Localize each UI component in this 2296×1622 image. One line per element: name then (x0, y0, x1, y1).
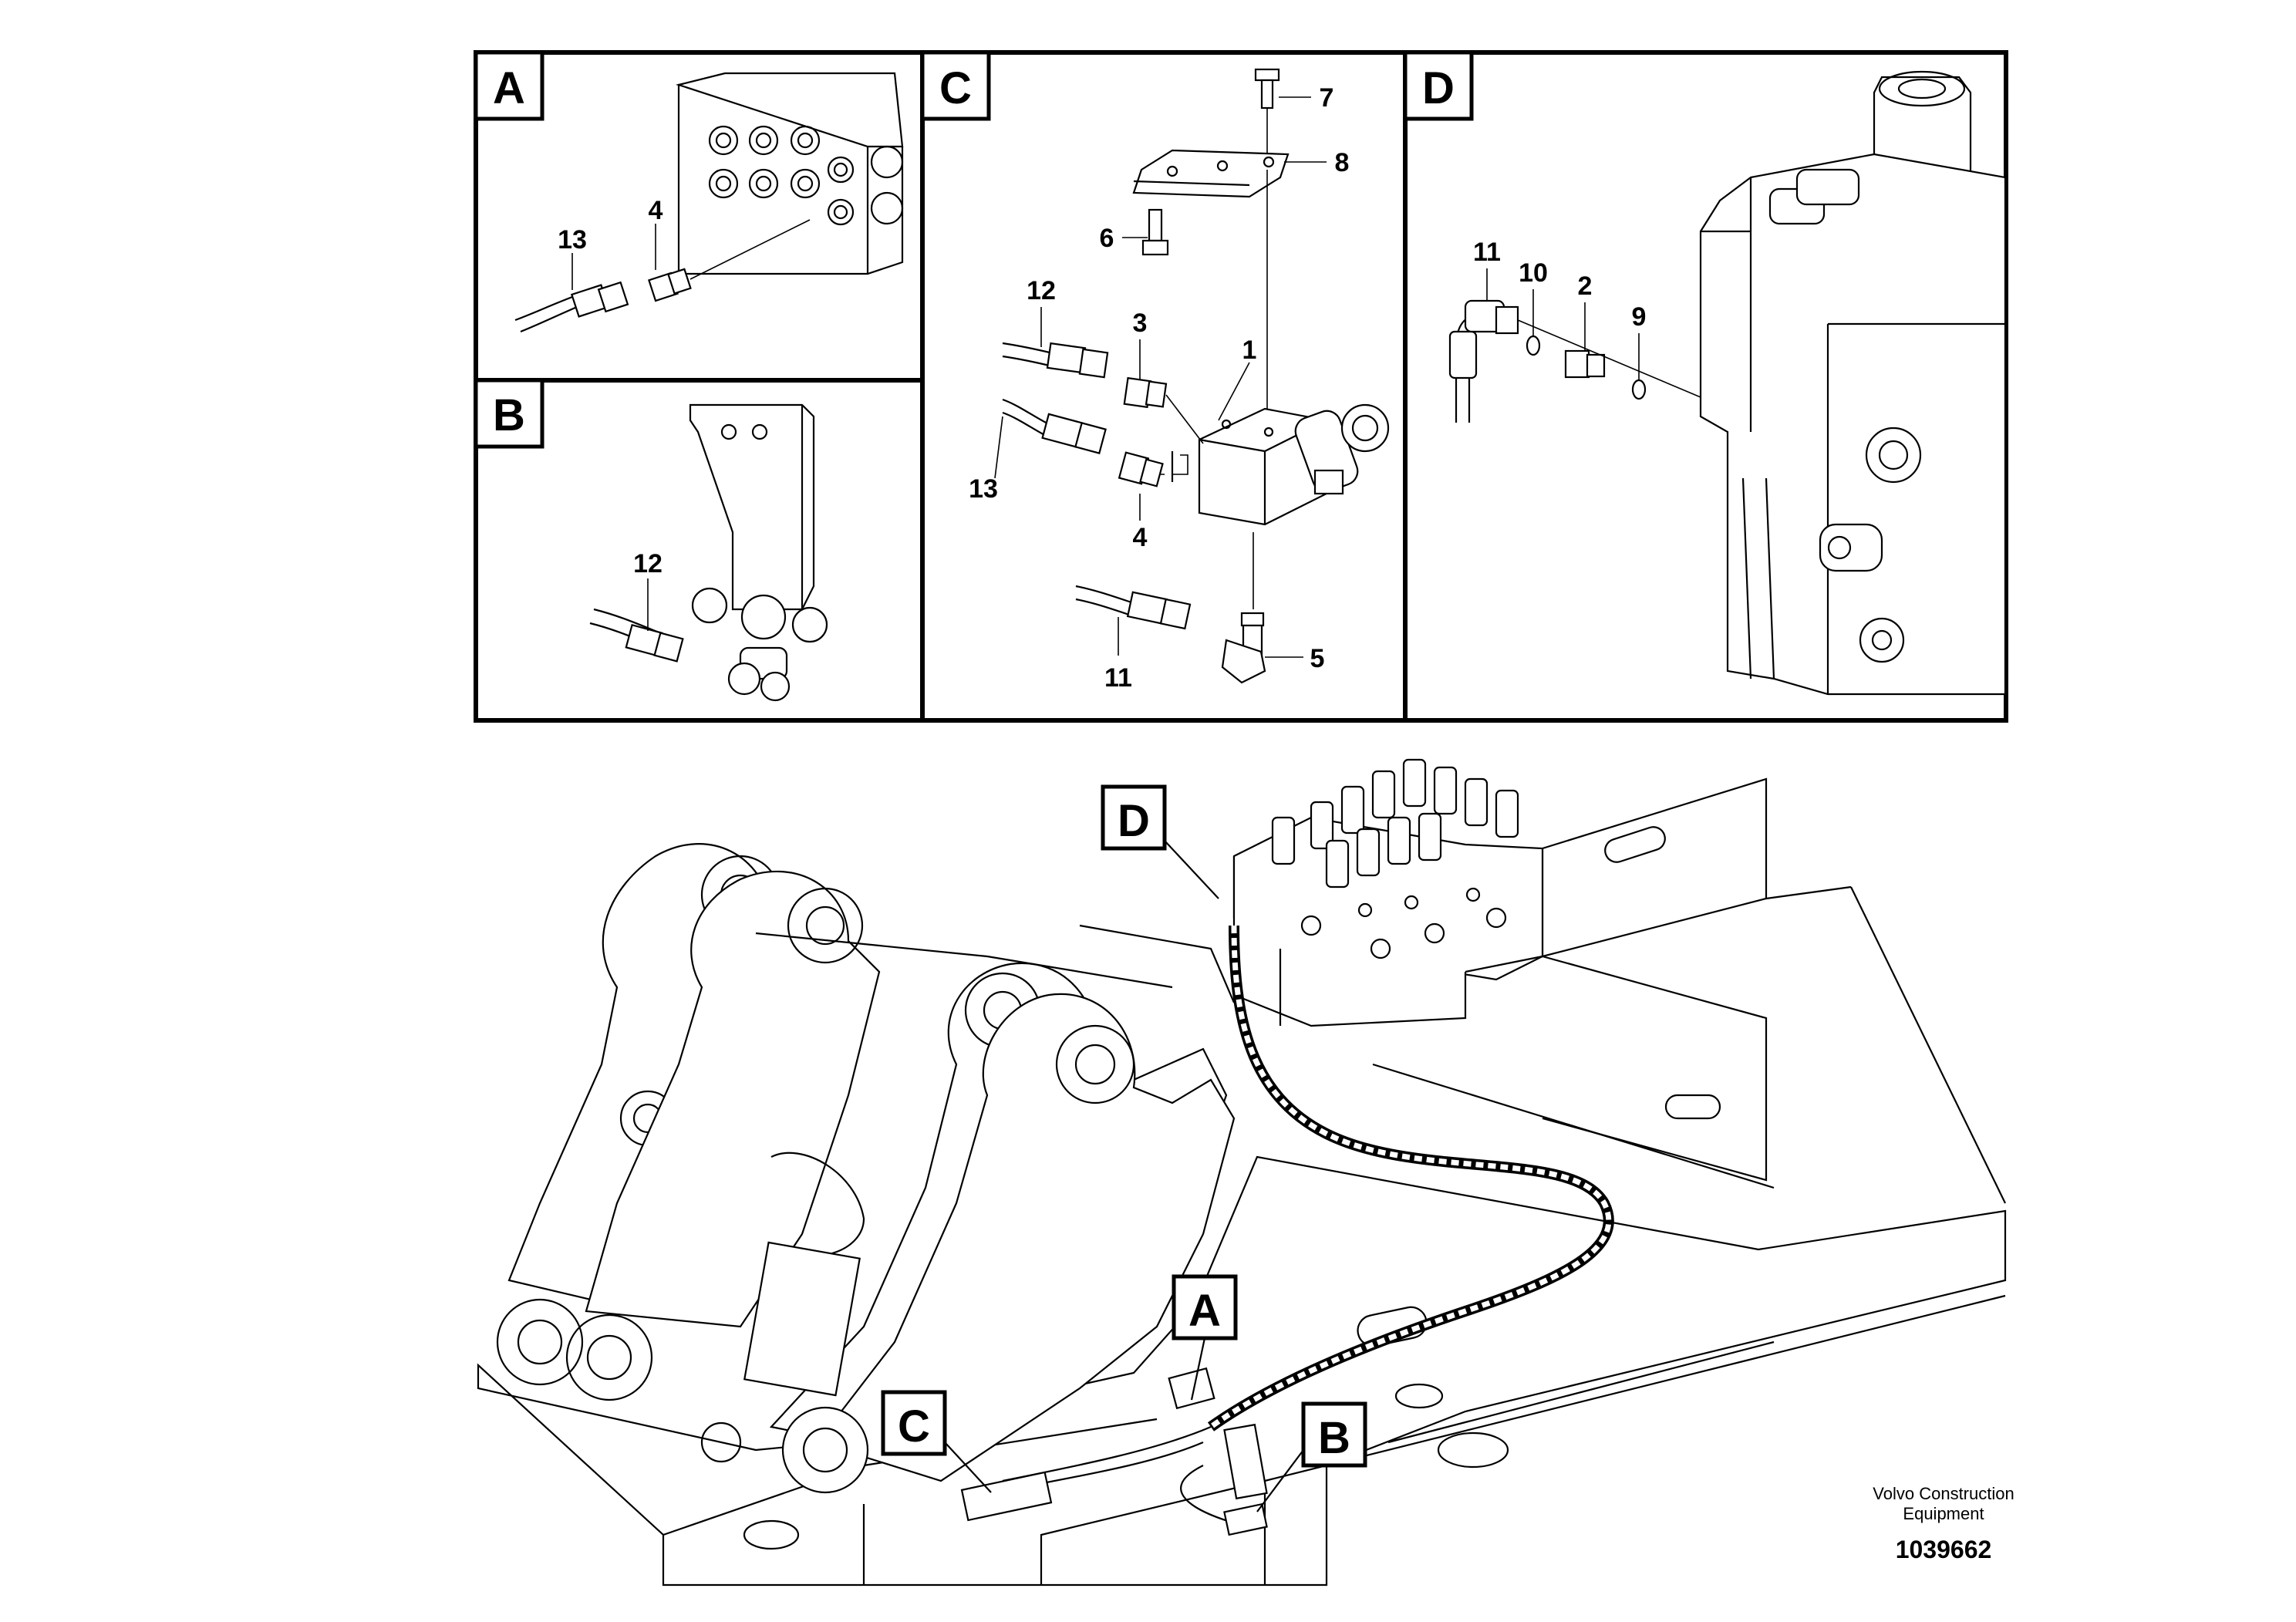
tag-b: B (1256, 1401, 1367, 1512)
panel-d: D (1403, 50, 2007, 696)
hose-11-d (1448, 299, 1519, 423)
fitting-4-c (1118, 451, 1188, 521)
fitting-5 (1221, 532, 1303, 684)
callout-13-c: 13 (969, 474, 998, 504)
panel-a-label: A (493, 63, 525, 113)
panel-d-label: D (1422, 63, 1455, 113)
svg-text:B: B (1318, 1413, 1350, 1463)
callout-12-c: 12 (1027, 276, 1056, 305)
svg-text:A: A (1188, 1286, 1221, 1336)
hose-13-a (514, 281, 629, 333)
valve-body-d (1699, 70, 2007, 696)
panel-b: B 12 (474, 378, 828, 702)
hose-12-b (589, 608, 684, 663)
hose-12-c (1002, 342, 1109, 379)
hose-route (960, 925, 1614, 1536)
manifold-block (676, 72, 904, 275)
callout-12: 12 (633, 549, 663, 578)
bolt-6 (1122, 208, 1169, 256)
tag-c: C (881, 1390, 992, 1493)
oring-10 (1526, 335, 1541, 356)
bolt-7 (1254, 68, 1311, 154)
callout-11-d: 11 (1473, 238, 1501, 267)
svg-text:C: C (898, 1401, 930, 1452)
fitting-4-a (648, 219, 811, 302)
callout-6: 6 (1100, 224, 1114, 253)
document-number: 1039662 (1896, 1536, 1992, 1563)
tag-a: A (1172, 1274, 1238, 1401)
callout-13: 13 (558, 225, 587, 255)
bracket-b (689, 403, 828, 702)
solenoid-valve-1 (1198, 362, 1390, 526)
callout-4: 4 (649, 196, 663, 225)
panel-c: C (920, 50, 1390, 693)
branding: Volvo Construction Equipment 1039662 (1873, 1484, 2014, 1563)
svg-text:D: D (1118, 796, 1150, 846)
oring-9 (1631, 379, 1647, 400)
callout-10: 10 (1519, 258, 1548, 288)
company-name-line2: Equipment (1903, 1504, 1984, 1523)
callout-4-c: 4 (1133, 523, 1148, 552)
callout-3: 3 (1133, 309, 1148, 338)
callout-2: 2 (1578, 271, 1593, 301)
callout-1: 1 (1242, 336, 1257, 365)
control-valve-block (1232, 758, 1544, 1027)
company-name-line1: Volvo Construction (1873, 1484, 2014, 1503)
panel-c-label: C (939, 63, 972, 113)
callout-9: 9 (1632, 302, 1647, 332)
fitting-3 (1123, 339, 1204, 444)
adapter-2 (1564, 349, 1606, 379)
hose-13-c (1002, 398, 1107, 454)
callout-11-c: 11 (1104, 663, 1132, 693)
callout-7: 7 (1320, 83, 1334, 113)
panel-b-label: B (493, 390, 525, 440)
callout-5: 5 (1310, 644, 1325, 673)
hose-11-c (1075, 585, 1192, 656)
callout-8: 8 (1335, 148, 1350, 177)
overview-assembly: D A C B (477, 758, 2007, 1587)
tag-d: D (1101, 784, 1219, 899)
panel-a: A 13 4 (474, 50, 904, 333)
plate-8 (1132, 149, 1327, 432)
